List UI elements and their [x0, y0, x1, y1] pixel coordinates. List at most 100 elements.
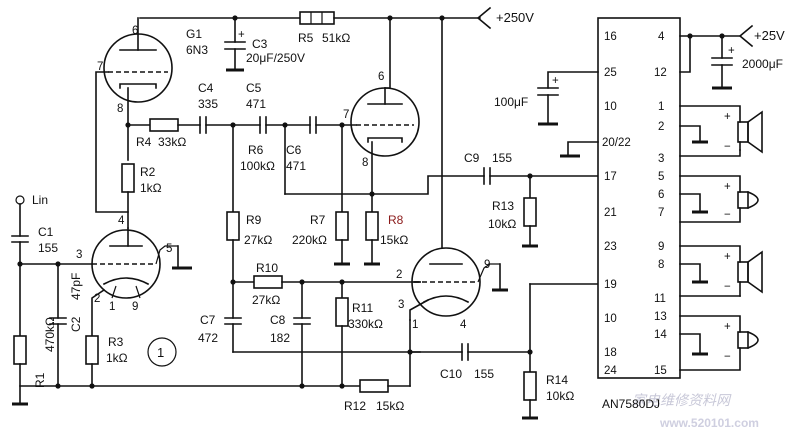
resistor-r11 — [335, 297, 349, 327]
pin-t4-4: 4 — [460, 319, 467, 331]
label-r13: R13 — [492, 199, 514, 213]
label-r2-value: 1kΩ — [140, 181, 162, 195]
resistor-r14 — [523, 371, 537, 401]
label-c4-value: 335 — [198, 97, 218, 111]
label-r5-value: 51kΩ — [322, 31, 350, 45]
label-c3: C3 — [252, 37, 268, 51]
label-r13-value: 10kΩ — [488, 217, 516, 231]
label-r8-value: 15kΩ — [380, 233, 408, 247]
ic-an7580dj — [597, 17, 681, 379]
pin-ic-r2: 2 — [658, 121, 664, 133]
svg-text:+: + — [238, 29, 245, 41]
pin-ic-l16: 16 — [604, 31, 617, 43]
pin-ic-l17: 17 — [604, 171, 617, 183]
label-c10: C10 — [440, 367, 462, 381]
tube-3 — [91, 227, 178, 299]
pin-ic-l19: 19 — [604, 279, 617, 291]
svg-text:−: − — [724, 351, 731, 363]
speaker-2: + − — [679, 175, 759, 223]
label-c3-value: 20μF/250V — [246, 51, 305, 65]
label-r7-value: 220kΩ — [292, 233, 327, 247]
pin-ic-r12: 12 — [654, 67, 667, 79]
pin-ic-l18: 18 — [604, 347, 617, 359]
label-r11-value: 330kΩ — [348, 317, 383, 331]
speaker-3: + − — [679, 245, 763, 297]
label-c1: C1 — [38, 225, 54, 239]
resistor-r7 — [335, 211, 349, 241]
pin-t2-8: 8 — [362, 157, 368, 169]
capacitor-c5 — [259, 116, 311, 134]
resistor-r12 — [359, 379, 389, 393]
svg-text:+: + — [724, 111, 731, 123]
label-r2: R2 — [140, 165, 156, 179]
pin-ic-r6: 6 — [658, 189, 664, 201]
svg-text:+: + — [552, 75, 559, 87]
hv-rail — [139, 6, 492, 30]
pin-ic-r8: 8 — [658, 259, 664, 271]
svg-text:−: − — [724, 281, 731, 293]
pin-ic-r13: 13 — [654, 311, 667, 323]
pin-t1-8: 8 — [117, 103, 123, 115]
pin-ic-l10b: 10 — [604, 313, 617, 325]
pin-t1-7: 7 — [97, 61, 103, 73]
resistor-r3 — [85, 335, 99, 365]
capacitor-c4 — [199, 116, 261, 134]
pin-ic-r3: 3 — [658, 153, 664, 165]
label-g1: G1 — [186, 27, 202, 41]
pin-ic-r15: 15 — [654, 365, 667, 377]
tube-2 — [350, 17, 420, 157]
circled-number — [147, 337, 177, 367]
label-c9-value: 155 — [492, 151, 512, 165]
label-c7: C7 — [200, 313, 216, 327]
pin-t4-1: 1 — [412, 319, 418, 331]
label-c4: C4 — [198, 81, 214, 95]
pin-ic-l25: 25 — [604, 67, 617, 79]
label-c6-value: 471 — [286, 159, 306, 173]
label-circled-one: 1 — [157, 345, 164, 360]
label-r10-value: 27kΩ — [252, 293, 280, 307]
pin-t3-5: 5 — [166, 243, 172, 255]
resistor-r10 — [253, 275, 283, 289]
label-r5: R5 — [298, 31, 314, 45]
pin-t3-1: 1 — [109, 301, 115, 313]
pin-ic-r7: 7 — [658, 207, 664, 219]
pin-t2-6: 6 — [378, 71, 384, 83]
pin-t1-6: 6 — [132, 25, 138, 37]
pin-ic-r14: 14 — [654, 329, 667, 341]
capacitor-c10 — [461, 343, 469, 361]
pin-t4-2: 2 — [396, 269, 402, 281]
svg-text:−: − — [724, 141, 731, 153]
input-terminal — [15, 195, 25, 205]
label-r4-value: 33kΩ — [158, 135, 186, 149]
resistor-r8 — [365, 211, 379, 241]
resistor-r5 — [299, 11, 335, 25]
pin-t4-3: 3 — [398, 299, 404, 311]
capacitor-c7 — [224, 317, 421, 353]
label-r3-value: 1kΩ — [106, 351, 128, 365]
pin-ic-r4: 4 — [658, 31, 665, 43]
capacitor-c1 — [11, 235, 29, 243]
label-g1-type: 6N3 — [186, 43, 208, 57]
label-r4: R4 — [136, 135, 152, 149]
label-plus25v: +25V — [754, 28, 785, 43]
label-cap-100: 100μF — [494, 95, 528, 109]
capacitor-c6 — [309, 116, 357, 134]
pin-ic-l24: 24 — [604, 365, 617, 377]
tube-4 — [409, 17, 500, 321]
label-c5-value: 471 — [246, 97, 266, 111]
capacitor-2000uf: + — [711, 35, 735, 90]
label-r3: R3 — [108, 335, 124, 349]
label-r8: R8 — [388, 213, 404, 227]
pin-ic-r11: 11 — [654, 293, 666, 305]
resistor-r13 — [523, 197, 537, 227]
speaker-1: + − — [679, 105, 763, 157]
pin-ic-l21: 21 — [604, 207, 617, 219]
label-r1: R1 — [33, 372, 47, 388]
speaker-4: + − — [679, 315, 759, 371]
pin-ic-l2022: 20/22 — [602, 137, 631, 149]
svg-text:+: + — [724, 181, 731, 193]
pin-ic-l23: 23 — [604, 241, 617, 253]
watermark-url: www.520101.com — [659, 416, 759, 430]
